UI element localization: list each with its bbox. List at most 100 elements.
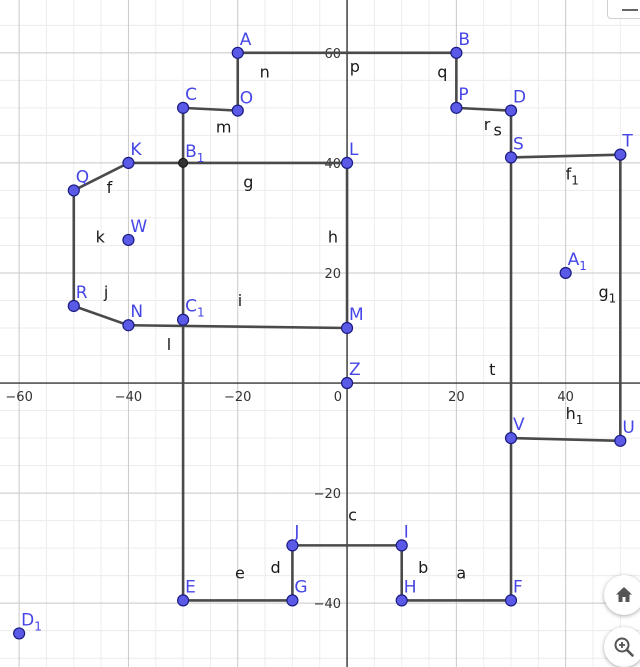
point-label: N bbox=[130, 302, 143, 322]
x-tick-label: −40 bbox=[115, 390, 142, 405]
segment-label: p bbox=[350, 57, 360, 76]
x-tick-label: 0 bbox=[334, 390, 342, 405]
segment-label: k bbox=[96, 228, 106, 247]
point[interactable] bbox=[67, 299, 80, 313]
segment[interactable] bbox=[181, 106, 240, 112]
point-label: H bbox=[404, 577, 417, 597]
segment-label: f1 bbox=[566, 164, 579, 187]
point-label: V bbox=[513, 415, 525, 435]
y-tick-label: 60 bbox=[325, 47, 342, 62]
intersection-point[interactable] bbox=[178, 157, 189, 168]
y-tick-label: 20 bbox=[325, 267, 342, 282]
point[interactable] bbox=[395, 539, 408, 552]
point-label: D bbox=[513, 88, 526, 108]
point-label: Q bbox=[76, 167, 89, 187]
segment-label: n bbox=[260, 63, 270, 82]
segment-label: m bbox=[216, 118, 232, 137]
segment-label: h bbox=[328, 228, 338, 247]
style-bar-toggle[interactable] bbox=[607, 0, 640, 19]
x-tick-label: −60 bbox=[5, 390, 32, 405]
segment-label: f bbox=[107, 178, 113, 197]
point[interactable] bbox=[504, 151, 518, 164]
point[interactable] bbox=[614, 148, 627, 161]
point-label: B1 bbox=[185, 142, 204, 165]
point-label: U bbox=[622, 418, 634, 438]
point[interactable] bbox=[450, 101, 463, 114]
point[interactable] bbox=[286, 539, 299, 552]
segment-label: l bbox=[167, 335, 171, 354]
point[interactable] bbox=[340, 321, 354, 335]
point[interactable] bbox=[122, 156, 135, 169]
segment-label: e bbox=[235, 563, 245, 582]
point-label: F bbox=[513, 577, 523, 597]
point[interactable] bbox=[504, 594, 518, 607]
point[interactable] bbox=[231, 104, 244, 117]
point-label: S bbox=[513, 134, 524, 154]
point-label: M bbox=[349, 305, 364, 325]
home-icon bbox=[616, 587, 632, 602]
point[interactable] bbox=[340, 156, 354, 169]
y-tick-label: −40 bbox=[314, 597, 341, 612]
segment[interactable] bbox=[72, 161, 130, 192]
point[interactable] bbox=[231, 46, 244, 59]
point-label: K bbox=[130, 140, 142, 160]
point-label: D1 bbox=[21, 610, 42, 633]
point-label: Z bbox=[349, 360, 361, 380]
y-tick-label: 40 bbox=[325, 157, 342, 172]
segment-label: r bbox=[484, 115, 491, 134]
point[interactable] bbox=[176, 313, 190, 326]
segment-label: h1 bbox=[566, 404, 584, 427]
segment-label: q bbox=[437, 63, 447, 82]
x-tick-label: −20 bbox=[224, 390, 251, 405]
point[interactable] bbox=[122, 233, 135, 247]
segment-label: g1 bbox=[598, 283, 616, 306]
point[interactable] bbox=[504, 104, 518, 117]
point-label: P bbox=[458, 85, 468, 105]
point[interactable] bbox=[176, 594, 190, 607]
home-button[interactable] bbox=[604, 575, 640, 615]
x-tick-label: 20 bbox=[448, 390, 465, 405]
point[interactable] bbox=[176, 101, 190, 114]
segment[interactable] bbox=[127, 323, 349, 330]
y-tick-label: −20 bbox=[314, 487, 341, 502]
segment[interactable] bbox=[509, 436, 622, 443]
segment-label: b bbox=[418, 558, 428, 577]
point[interactable] bbox=[450, 46, 463, 59]
segment-label: d bbox=[271, 558, 281, 577]
point[interactable] bbox=[395, 594, 408, 607]
segment[interactable] bbox=[72, 304, 130, 327]
point-label: C bbox=[185, 85, 197, 105]
point-label: T bbox=[621, 132, 633, 152]
point-label: L bbox=[349, 140, 359, 160]
segment-label: i bbox=[238, 291, 242, 310]
segments-layer bbox=[72, 51, 622, 602]
segment-label: s bbox=[494, 120, 502, 139]
point-label: O bbox=[240, 89, 253, 109]
point[interactable] bbox=[122, 319, 135, 332]
segment[interactable] bbox=[509, 153, 622, 159]
segment-label: j bbox=[103, 283, 108, 302]
point[interactable] bbox=[67, 184, 80, 197]
point-label: A bbox=[240, 30, 252, 50]
segment[interactable] bbox=[455, 106, 513, 112]
point[interactable] bbox=[504, 431, 518, 445]
point[interactable] bbox=[340, 376, 354, 390]
point[interactable] bbox=[614, 434, 627, 447]
zoom-in-icon bbox=[614, 637, 634, 657]
segment-label: t bbox=[489, 360, 495, 379]
point-label: G bbox=[294, 577, 307, 597]
point-label: B bbox=[458, 30, 470, 50]
point-label: R bbox=[76, 283, 88, 303]
point[interactable] bbox=[286, 594, 299, 607]
point-label: W bbox=[130, 217, 147, 237]
zoom-in-button[interactable] bbox=[604, 627, 640, 667]
point-label: I bbox=[404, 522, 409, 542]
point[interactable] bbox=[559, 266, 572, 280]
point[interactable] bbox=[13, 627, 26, 640]
